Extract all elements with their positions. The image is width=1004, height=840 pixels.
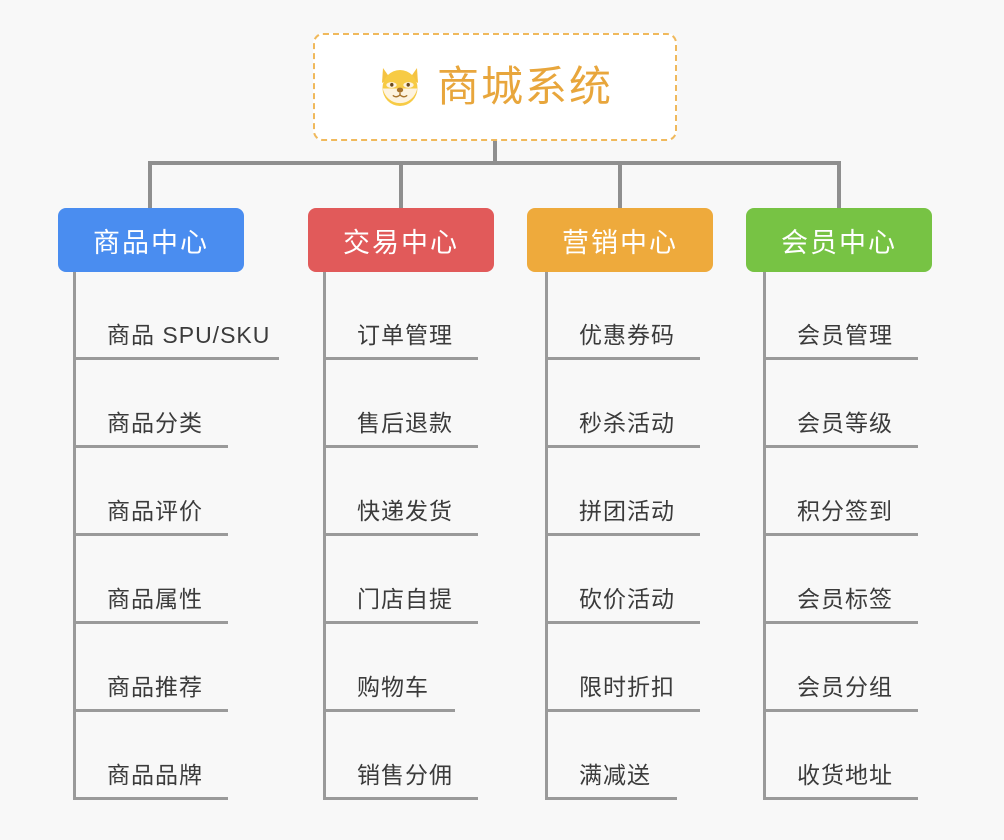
leaf-underline [323,533,478,536]
leaf-underline [545,797,677,800]
leaf-underline [763,709,918,712]
leaf-underline [73,357,279,360]
leaf-item[interactable]: 售后退款 [323,360,478,448]
category-box-0[interactable]: 商品中心 [58,208,244,272]
category-box-3[interactable]: 会员中心 [746,208,932,272]
horizontal-bus [148,161,841,165]
leaf-underline [323,709,455,712]
leaf-label: 积分签到 [797,498,893,524]
leaf-underline [73,533,228,536]
leaf-item[interactable]: 购物车 [323,624,455,712]
leaf-underline [545,533,700,536]
leaf-item[interactable]: 满减送 [545,712,677,800]
leaf-underline [323,621,478,624]
leaf-spine-3 [763,272,766,800]
leaf-underline [545,621,700,624]
leaf-label: 秒杀活动 [579,410,675,436]
leaf-spine-2 [545,272,548,800]
leaf-label: 销售分佣 [357,762,453,788]
leaf-item[interactable]: 会员标签 [763,536,918,624]
category-label: 营销中心 [562,227,678,258]
leaf-item[interactable]: 商品评价 [73,448,228,536]
root-node[interactable]: 商城系统 [313,33,677,141]
leaf-label: 限时折扣 [579,674,675,700]
leaf-item[interactable]: 优惠券码 [545,272,700,360]
leaf-item[interactable]: 商品分类 [73,360,228,448]
leaf-label: 门店自提 [357,586,453,612]
leaf-item[interactable]: 商品推荐 [73,624,228,712]
leaf-item[interactable]: 会员等级 [763,360,918,448]
leaf-label: 会员标签 [797,586,893,612]
leaf-underline [323,357,478,360]
leaf-label: 砍价活动 [579,586,675,612]
leaf-underline [545,445,700,448]
leaf-label: 快递发货 [357,498,453,524]
leaf-underline [763,357,918,360]
leaf-underline [73,621,228,624]
leaf-underline [545,709,700,712]
leaf-underline [73,445,228,448]
leaf-label: 商品推荐 [107,674,203,700]
leaf-spine-0 [73,272,76,800]
dog-face-icon [377,64,423,110]
leaf-item[interactable]: 商品 SPU/SKU [73,272,279,360]
category-box-1[interactable]: 交易中心 [308,208,494,272]
leaf-underline [323,445,478,448]
leaf-underline [763,533,918,536]
leaf-label: 会员等级 [797,410,893,436]
leaf-underline [73,709,228,712]
leaf-item[interactable]: 订单管理 [323,272,478,360]
leaf-underline [763,797,918,800]
leaf-label: 商品评价 [107,498,203,524]
leaf-label: 购物车 [357,674,429,700]
leaf-item[interactable]: 限时折扣 [545,624,700,712]
category-label: 会员中心 [781,227,897,258]
leaf-underline [323,797,478,800]
category-label: 交易中心 [343,227,459,258]
leaf-label: 收货地址 [797,762,893,788]
leaf-label: 会员分组 [797,674,893,700]
leaf-label: 商品品牌 [107,762,203,788]
leaf-underline [73,797,228,800]
leaf-item[interactable]: 积分签到 [763,448,918,536]
leaf-item[interactable]: 秒杀活动 [545,360,700,448]
branch-drop-2 [618,161,622,208]
branch-drop-0 [148,161,152,208]
leaf-item[interactable]: 销售分佣 [323,712,478,800]
category-box-2[interactable]: 营销中心 [527,208,713,272]
leaf-label: 商品分类 [107,410,203,436]
leaf-spine-1 [323,272,326,800]
leaf-underline [545,357,700,360]
leaf-label: 优惠券码 [579,322,675,348]
root-stem [493,141,497,165]
leaf-label: 会员管理 [797,322,893,348]
category-label: 商品中心 [93,227,209,258]
leaf-item[interactable]: 商品品牌 [73,712,228,800]
leaf-item[interactable]: 砍价活动 [545,536,700,624]
leaf-item[interactable]: 拼团活动 [545,448,700,536]
branch-drop-3 [837,161,841,208]
leaf-item[interactable]: 收货地址 [763,712,918,800]
leaf-label: 商品 SPU/SKU [107,322,271,348]
leaf-underline [763,621,918,624]
leaf-label: 满减送 [579,762,651,788]
leaf-label: 拼团活动 [579,498,675,524]
leaf-underline [763,445,918,448]
leaf-label: 商品属性 [107,586,203,612]
leaf-item[interactable]: 会员分组 [763,624,918,712]
leaf-item[interactable]: 商品属性 [73,536,228,624]
root-title: 商城系统 [436,63,613,110]
leaf-item[interactable]: 门店自提 [323,536,478,624]
branch-drop-1 [399,161,403,208]
leaf-label: 订单管理 [357,322,453,348]
leaf-item[interactable]: 快递发货 [323,448,478,536]
leaf-label: 售后退款 [357,410,453,436]
leaf-item[interactable]: 会员管理 [763,272,918,360]
